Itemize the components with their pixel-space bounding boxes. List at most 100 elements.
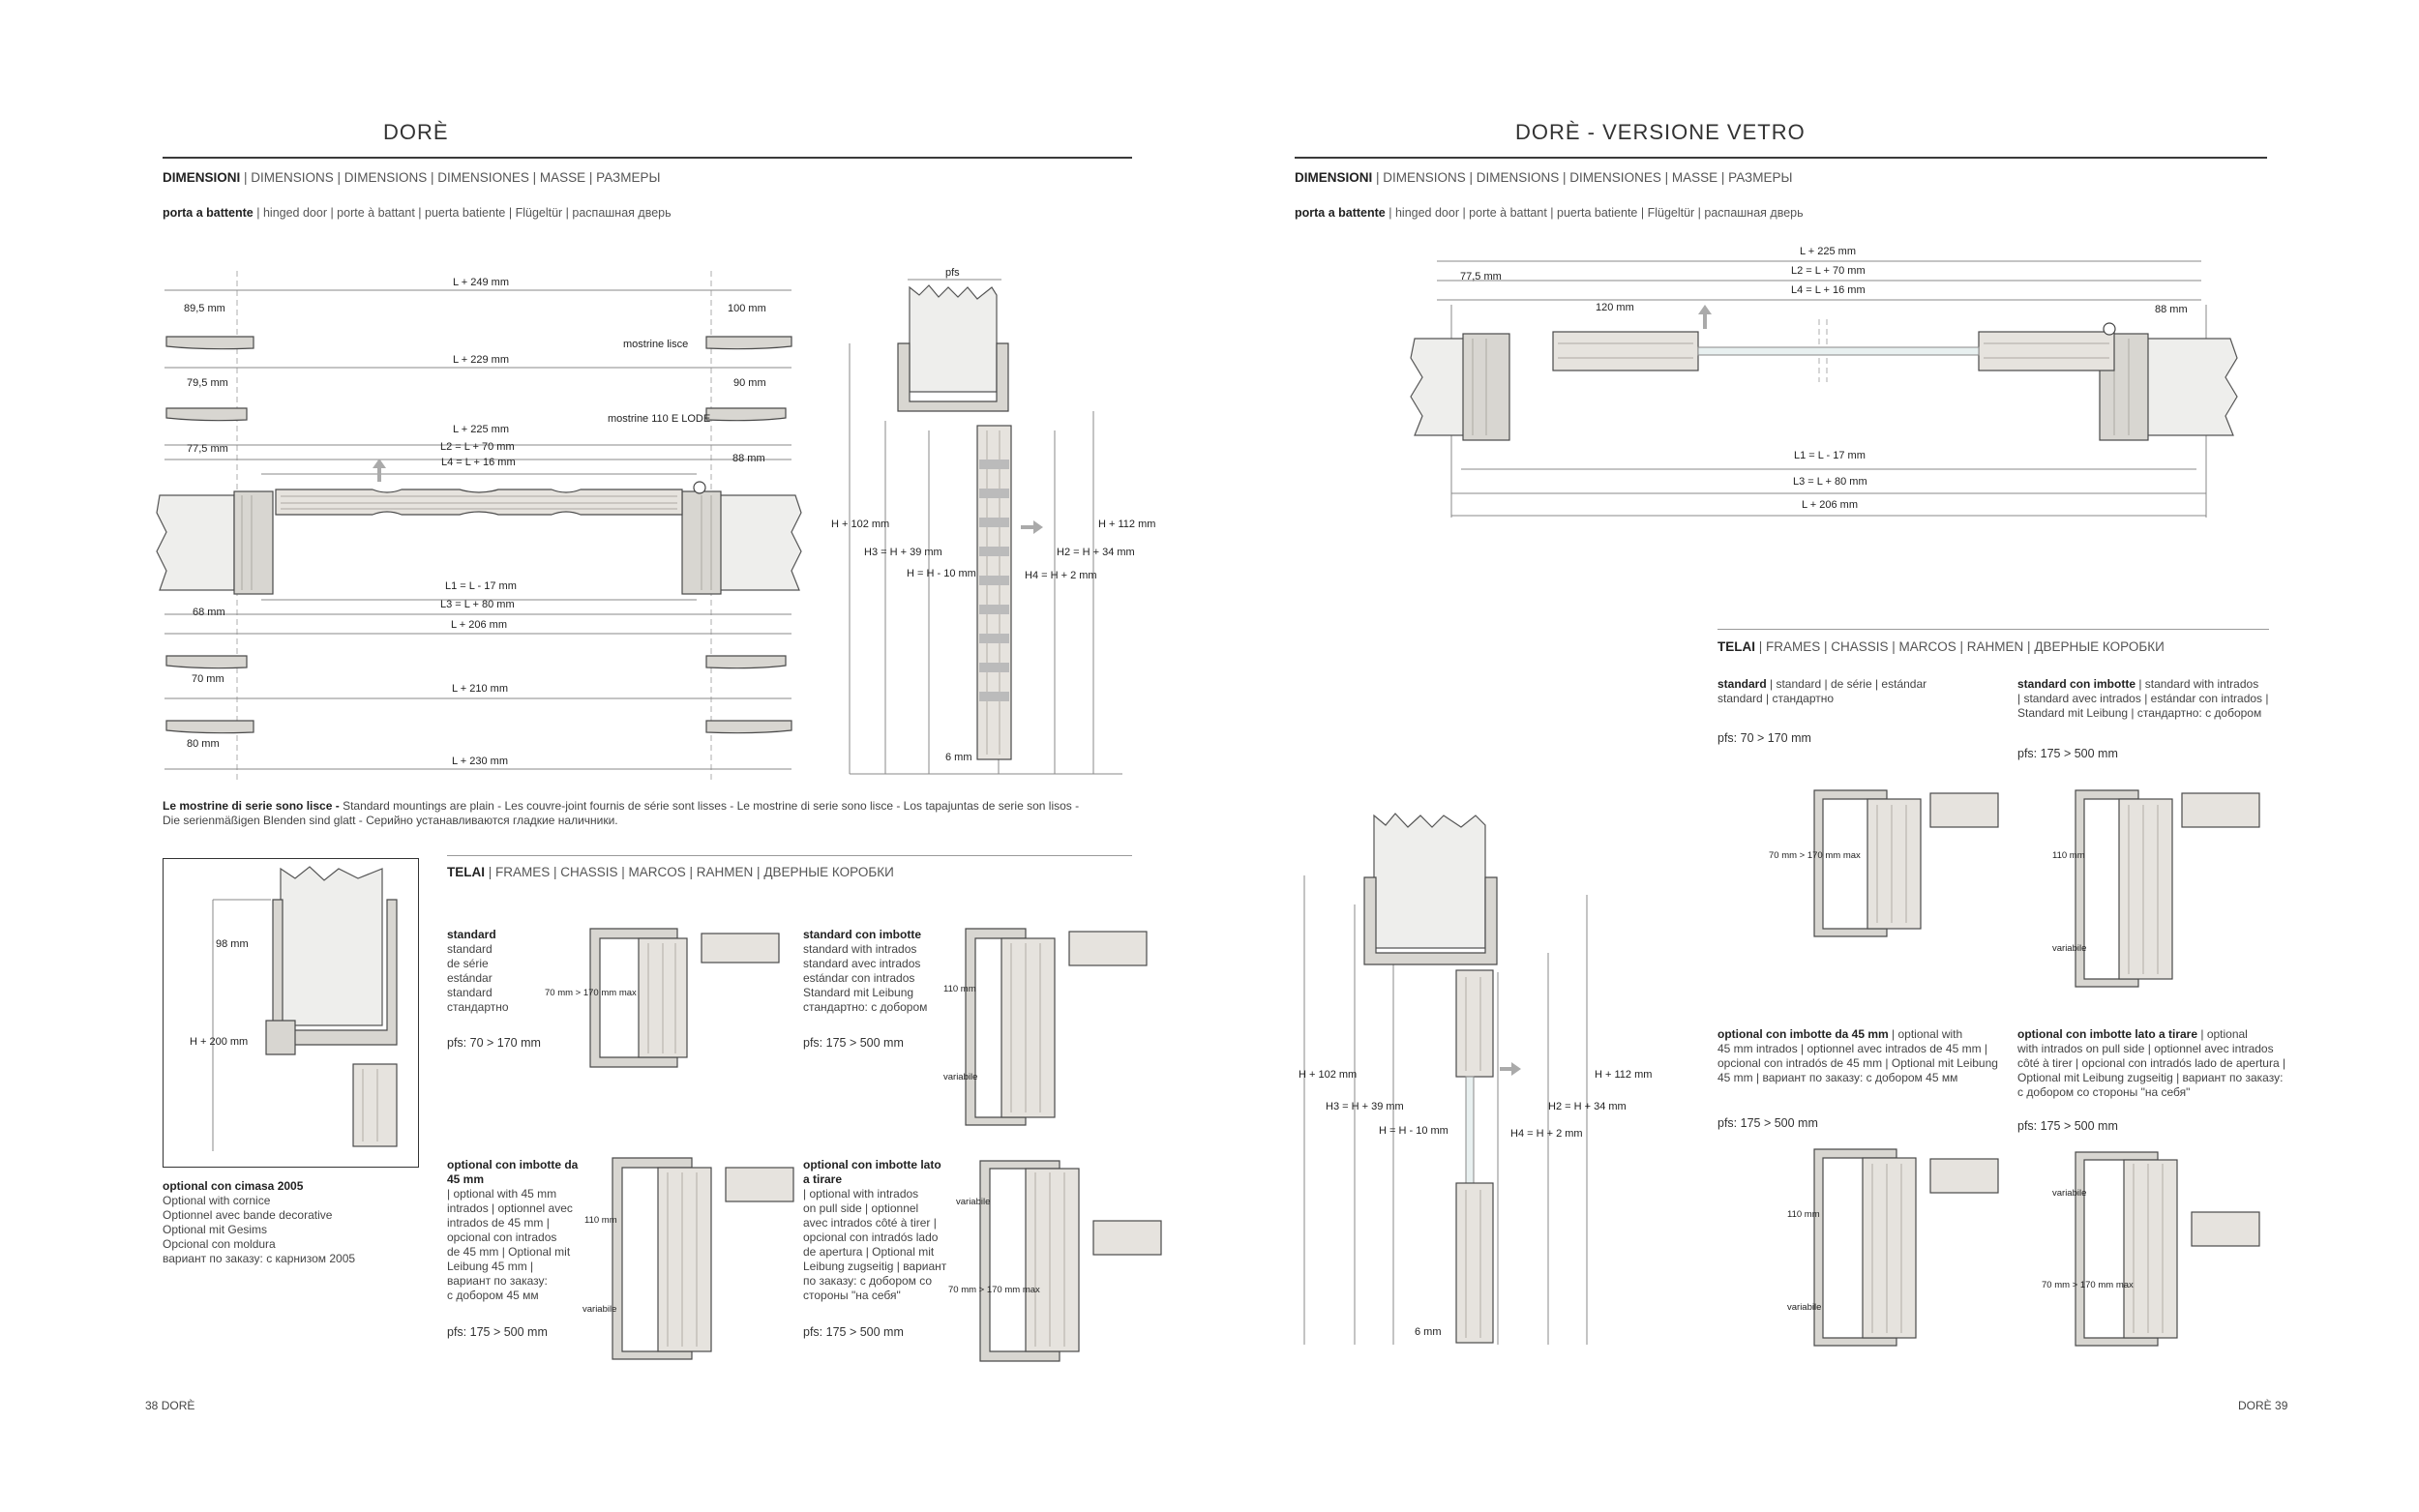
vert-h2: H2 = H + 34 mm xyxy=(1057,547,1135,558)
dim-775: 77,5 mm xyxy=(187,443,228,455)
left-dimensions-header: DIMENSIONI | DIMENSIONS | DIMENSIONS | D… xyxy=(163,170,661,185)
left-frame-standard-pfs: pfs: 70 > 170 mm xyxy=(447,1036,541,1050)
right-frame-imbotte-dim2: variabile xyxy=(2052,943,2087,954)
dim-l230: L + 230 mm xyxy=(452,756,508,767)
rvert-h2: H2 = H + 34 mm xyxy=(1548,1101,1627,1112)
rvert-h102: H + 102 mm xyxy=(1299,1069,1358,1081)
left-telai-rule xyxy=(447,855,1132,856)
mouldings-note-line2: Die serienmäßigen Blenden sind glatt - С… xyxy=(163,814,618,827)
right-frame-standard-text: standard | standard | de série | estánda… xyxy=(1717,677,1927,705)
dim-895: 89,5 mm xyxy=(184,303,225,314)
dim-80: 80 mm xyxy=(187,738,220,750)
rdim-l3: L3 = L + 80 mm xyxy=(1793,476,1867,488)
rdim-775: 77,5 mm xyxy=(1460,271,1502,282)
dim-l2: L2 = L + 70 mm xyxy=(440,441,515,453)
right-frame-tirare-dim1: variabile xyxy=(2052,1188,2087,1199)
right-frame-standard-dim: 70 mm > 170 mm max xyxy=(1769,850,1861,861)
right-title-rule xyxy=(1295,157,2267,159)
rvert-h112: H + 112 mm xyxy=(1595,1069,1653,1081)
cornice-box xyxy=(163,858,419,1168)
left-frame-45-pfs: pfs: 175 > 500 mm xyxy=(447,1325,548,1339)
left-frame-45-drawing xyxy=(612,1157,794,1360)
right-frame-imbotte-drawing xyxy=(2075,789,2260,988)
left-frame-45-dim2: variabile xyxy=(582,1304,617,1315)
rdim-l1: L1 = L - 17 mm xyxy=(1794,450,1866,461)
vert-h3: H3 = H + 39 mm xyxy=(864,547,942,558)
dim-68: 68 mm xyxy=(193,607,225,618)
left-frame-standard-drawing xyxy=(589,928,780,1068)
right-frame-standard-drawing xyxy=(1813,789,1999,937)
dim-l206: L + 206 mm xyxy=(451,619,507,631)
left-frame-tirare-dim2: 70 mm > 170 mm max xyxy=(948,1285,1040,1295)
rvert-h4: H4 = H + 2 mm xyxy=(1510,1128,1583,1140)
dim-l4: L4 = L + 16 mm xyxy=(441,457,516,468)
right-frame-standard-pfs: pfs: 70 > 170 mm xyxy=(1717,731,1811,745)
vert-h4: H4 = H + 2 mm xyxy=(1025,570,1097,581)
vert-h102: H + 102 mm xyxy=(831,519,890,530)
mouldings-note: Le mostrine di serie sono lisce - Standa… xyxy=(163,799,1080,813)
dim-l210: L + 210 mm xyxy=(452,683,508,695)
dim-90: 90 mm xyxy=(733,377,766,389)
left-page-title: DORÈ xyxy=(383,120,449,144)
dim-l229: L + 229 mm xyxy=(453,354,509,366)
right-frame-tirare-dim2: 70 mm > 170 mm max xyxy=(2042,1280,2134,1290)
right-frame-imbotte-pfs: pfs: 175 > 500 mm xyxy=(2017,747,2118,760)
dim-70: 70 mm xyxy=(192,673,224,685)
left-frame-45-text: optional con imbotte da 45 mm | optional… xyxy=(447,1158,579,1302)
right-frame-imbotte-dim1: 110 mm xyxy=(2052,850,2085,861)
cornice-caption: optional con cimasa 2005 Optional with c… xyxy=(163,1179,356,1265)
right-vertical-section-drawing xyxy=(1303,813,1588,1345)
dim-100: 100 mm xyxy=(728,303,766,314)
label-mostrine-110: mostrine 110 E LODE xyxy=(608,413,711,425)
left-frame-imbotte-drawing xyxy=(965,928,1148,1126)
rdim-120: 120 mm xyxy=(1596,302,1634,313)
dim-l3: L3 = L + 80 mm xyxy=(440,599,515,610)
left-frame-tirare-text: optional con imbotte lato a tirare | opt… xyxy=(803,1158,947,1302)
left-frame-tirare-dim1: variabile xyxy=(956,1197,991,1207)
vert-h112: H + 112 mm xyxy=(1098,519,1156,530)
right-door-type: porta a battente | hinged door | porte à… xyxy=(1295,206,1804,220)
left-frame-imbotte-dim1: 110 mm xyxy=(943,984,976,994)
right-frame-45-drawing xyxy=(1813,1148,1999,1347)
rvert-6mm: 6 mm xyxy=(1415,1326,1442,1338)
left-frame-imbotte-text: standard con imbotte standard with intra… xyxy=(803,928,928,1014)
rdim-88: 88 mm xyxy=(2155,304,2188,315)
left-frame-tirare-pfs: pfs: 175 > 500 mm xyxy=(803,1325,904,1339)
rdim-l2: L2 = L + 70 mm xyxy=(1791,265,1866,277)
right-dimensions-header: DIMENSIONI | DIMENSIONS | DIMENSIONS | D… xyxy=(1295,170,1793,185)
right-page-number: DORÈ 39 xyxy=(2238,1399,2288,1412)
right-frame-45-pfs: pfs: 175 > 500 mm xyxy=(1717,1116,1818,1130)
right-horizontal-section-drawing xyxy=(1410,260,2238,518)
right-frame-imbotte-text: standard con imbotte | standard with int… xyxy=(2017,677,2269,720)
left-telai-header: TELAI | FRAMES | CHASSIS | MARCOS | RAHM… xyxy=(447,865,894,879)
left-frame-tirare-drawing xyxy=(979,1160,1162,1362)
right-frame-45-dim1: 110 mm xyxy=(1787,1209,1820,1220)
rvert-h3: H3 = H + 39 mm xyxy=(1326,1101,1404,1112)
left-frame-imbotte-dim2: variabile xyxy=(943,1072,978,1082)
rdim-l225: L + 225 mm xyxy=(1800,246,1856,257)
left-vertical-section-drawing xyxy=(849,279,1122,775)
vert-6mm: 6 mm xyxy=(945,752,972,763)
right-frame-45-dim2: variabile xyxy=(1787,1302,1822,1313)
rdim-l206: L + 206 mm xyxy=(1802,499,1858,511)
left-frame-standard-dim: 70 mm > 170 mm max xyxy=(545,988,637,998)
label-mostrine-lisce: mostrine lisce xyxy=(623,339,689,350)
rvert-hh10: H = H - 10 mm xyxy=(1379,1125,1448,1137)
left-horizontal-section-drawing xyxy=(156,271,802,784)
vert-pfs: pfs xyxy=(945,267,960,279)
dim-l249: L + 249 mm xyxy=(453,277,509,288)
right-page-title: DORÈ - VERSIONE VETRO xyxy=(1515,120,1806,144)
right-frame-tirare-drawing xyxy=(2075,1151,2260,1347)
left-door-type: porta a battente | hinged door | porte à… xyxy=(163,206,672,220)
left-page-number: 38 DORÈ xyxy=(145,1399,195,1412)
right-frame-tirare-pfs: pfs: 175 > 500 mm xyxy=(2017,1119,2118,1133)
left-title-rule xyxy=(163,157,1132,159)
dim-l1: L1 = L - 17 mm xyxy=(445,580,517,592)
left-frame-standard-text: standard standard de série estándar stan… xyxy=(447,928,509,1014)
cornice-h200: H + 200 mm xyxy=(190,1036,249,1048)
dim-88: 88 mm xyxy=(732,453,765,464)
right-telai-rule xyxy=(1717,629,2269,630)
right-frame-45-text: optional con imbotte da 45 mm | optional… xyxy=(1717,1027,1998,1084)
cornice-98: 98 mm xyxy=(216,938,249,950)
left-frame-45-dim1: 110 mm xyxy=(584,1215,617,1226)
